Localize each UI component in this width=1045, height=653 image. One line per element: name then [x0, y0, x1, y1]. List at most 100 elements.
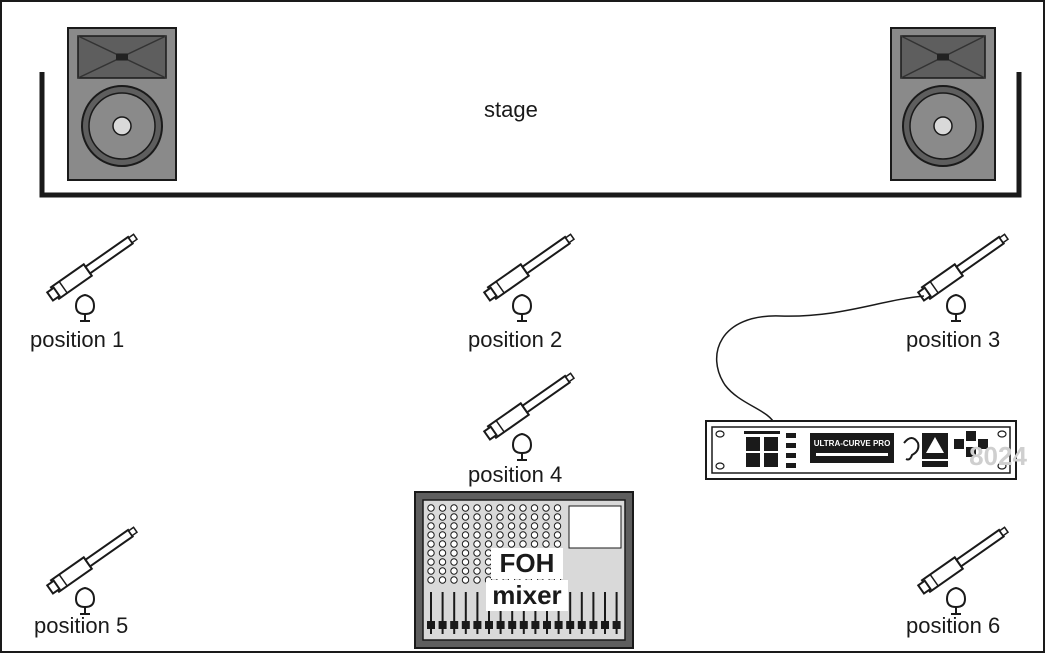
mixer-fader-cap [461, 621, 470, 629]
mixer-knob [427, 567, 435, 575]
position-5-label: position 5 [34, 613, 129, 638]
mixer-knob [473, 549, 481, 557]
mixer-label-line1: FOH [491, 548, 563, 579]
mixer-knob [461, 531, 470, 539]
mixer-knob [473, 531, 481, 539]
ear-icon [903, 437, 920, 461]
mixer-knob [496, 504, 504, 512]
mixer-knob [473, 567, 481, 575]
microphone-6-icon [916, 523, 1012, 615]
speaker-right-icon [890, 27, 996, 181]
microphone-5-icon [45, 523, 141, 615]
mixer-knob [427, 576, 435, 584]
mixer-knob [427, 558, 435, 566]
mixer-knob [438, 558, 447, 566]
mixer-fader-cap [577, 621, 586, 629]
mixer-knob [438, 567, 447, 575]
mixer-fader-cap [473, 621, 482, 629]
mixer-knob [450, 567, 458, 575]
mixer-fader-cap [485, 621, 493, 629]
mixer-knob [461, 540, 470, 548]
mixer-knob [473, 540, 481, 548]
mixer-knob [450, 540, 458, 548]
mixer-knob [553, 522, 562, 530]
eq-model-text: 8024 [969, 441, 1027, 471]
eq-rack-unit: ULTRA-CURVE PRO 8024 [705, 420, 1027, 480]
mixer-fader-cap [508, 621, 517, 629]
mixer-knob [473, 504, 481, 512]
mixer-knob [484, 513, 493, 521]
mixer-fader-cap [612, 621, 621, 629]
mixer-knob [484, 540, 493, 548]
mixer-knob [553, 540, 562, 548]
mixer-knob [450, 522, 458, 530]
microphone-1-icon [45, 230, 141, 322]
mixer-knob [450, 558, 458, 566]
mixer-label-line2: mixer [486, 580, 568, 611]
mixer-knob [496, 513, 504, 521]
stage-label: stage [484, 97, 538, 122]
foh-mixer-icon [414, 491, 634, 649]
eq-brand-text: ULTRA-CURVE PRO [814, 439, 891, 448]
mixer-knob [542, 504, 550, 512]
mixer-knob [438, 576, 447, 584]
stage-outline [39, 72, 1022, 198]
mixer-fader-cap [566, 621, 575, 629]
mixer-knob [461, 522, 470, 530]
mixer-knob [427, 540, 435, 548]
position-1-label: position 1 [30, 327, 125, 352]
mixer-knob [507, 513, 516, 521]
mixer-knob [427, 513, 435, 521]
mixer-knob [461, 513, 470, 521]
mixer-knob [450, 513, 458, 521]
mixer-knob [450, 531, 458, 539]
mixer-knob [496, 540, 504, 548]
mixer-knob [473, 513, 481, 521]
mixer-knob [542, 513, 550, 521]
mixer-fader-cap [531, 621, 540, 629]
mixer-knob [427, 531, 435, 539]
mixer-knob [519, 540, 527, 548]
mixer-knob [530, 513, 539, 521]
mixer-fader-cap [519, 621, 528, 629]
mixer-knob [496, 522, 504, 530]
mixer-fader-cap [496, 621, 505, 629]
mixer-knob [519, 513, 527, 521]
mixer-knob [484, 522, 493, 530]
mixer-knob [507, 531, 516, 539]
mixer-fader-cap [543, 621, 551, 629]
mixer-knob [461, 567, 470, 575]
mixer-knob [484, 531, 493, 539]
mixer-knob [507, 540, 516, 548]
mixer-knob [438, 504, 447, 512]
mixer-knob [519, 522, 527, 530]
mixer-knob [519, 531, 527, 539]
position-2-label: position 2 [468, 327, 563, 352]
mixer-knob [530, 504, 539, 512]
mixer-fader-cap [554, 621, 563, 629]
mixer-knob [507, 522, 516, 530]
logo-triangle-icon [926, 437, 944, 453]
mixer-knob [461, 576, 470, 584]
mixer-knob [542, 522, 550, 530]
microphone-3-icon [916, 230, 1012, 322]
speaker-left-icon [67, 27, 177, 181]
mixer-knob [438, 513, 447, 521]
mixer-fader-cap [438, 621, 447, 629]
mixer-knob [530, 531, 539, 539]
mixer-knob [530, 540, 539, 548]
mixer-knob [450, 504, 458, 512]
mixer-knob [473, 576, 481, 584]
mixer-knob [496, 531, 504, 539]
mixer-fader-cap [601, 621, 609, 629]
mixer-knob [438, 531, 447, 539]
mixer-knob [427, 522, 435, 530]
mic-cable [715, 295, 925, 426]
mixer-knob [553, 513, 562, 521]
position-3-label: position 3 [906, 327, 1001, 352]
mixer-knob [473, 558, 481, 566]
mixer-knob [438, 549, 447, 557]
mixer-knob [461, 504, 470, 512]
